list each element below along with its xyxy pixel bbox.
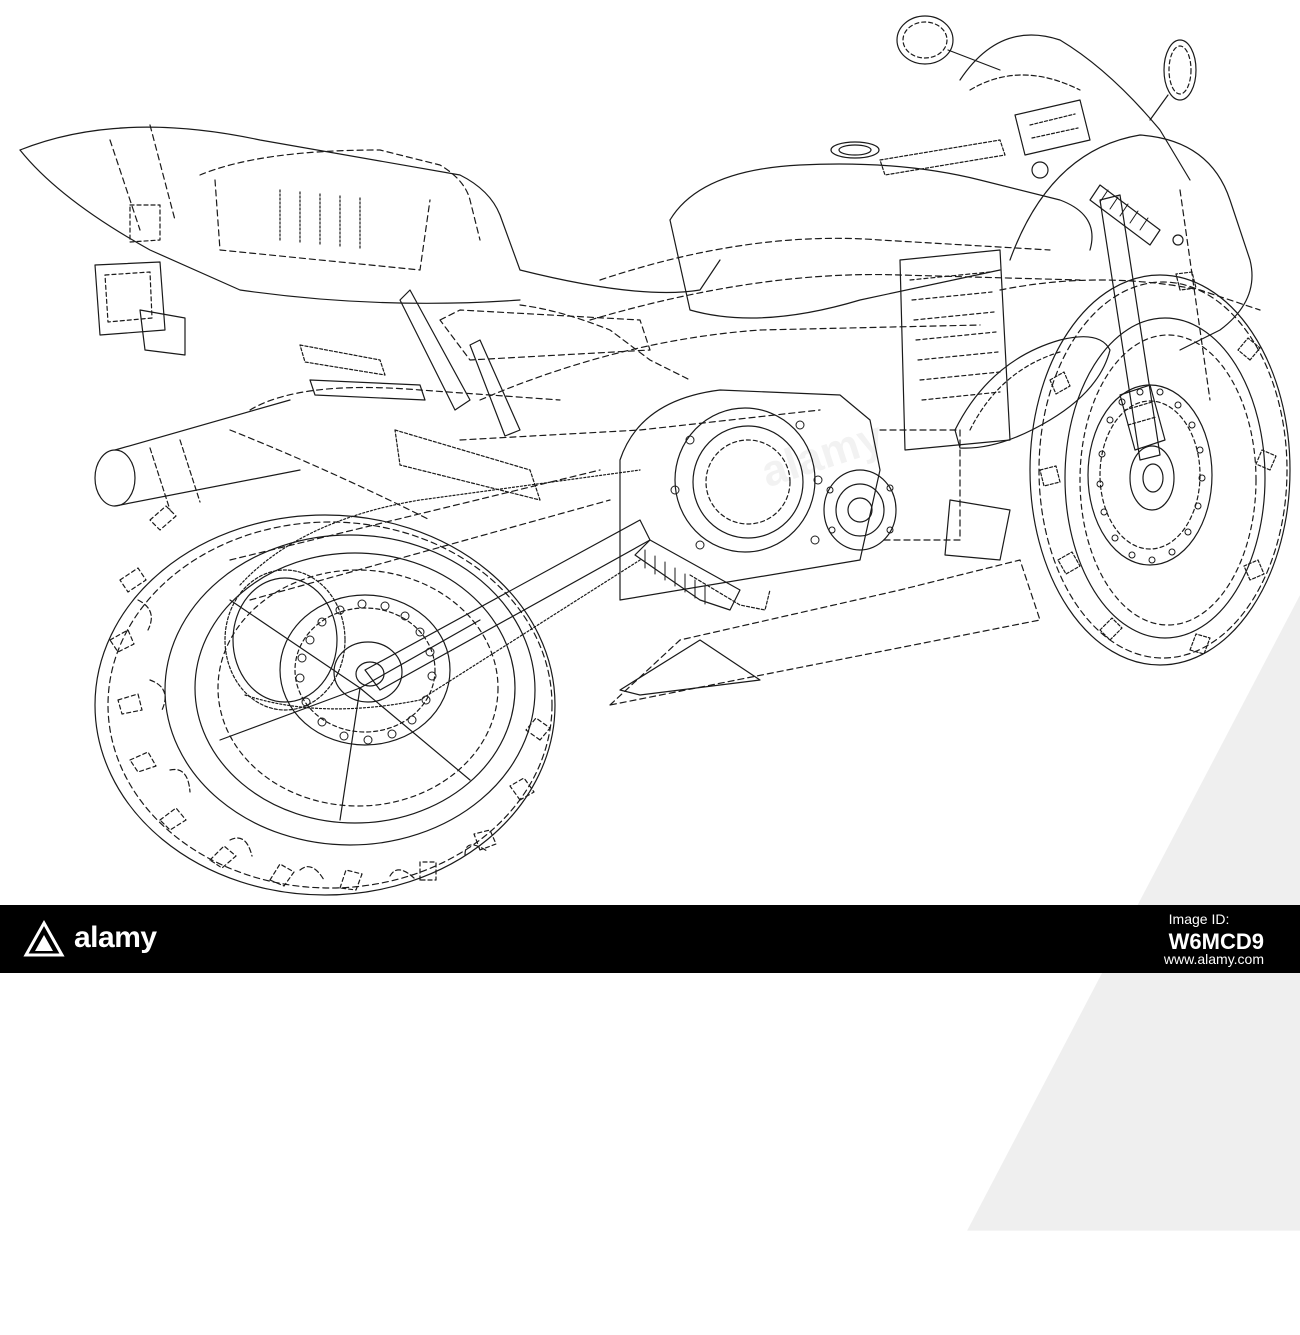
- front-fairing: [1009, 134, 1253, 351]
- image-id-value: W6MCD9: [1168, 929, 1264, 954]
- brand-name: alamy: [74, 921, 157, 954]
- alamy-logo-icon: [23, 919, 65, 957]
- front-fork-left: [1099, 194, 1161, 461]
- windscreen: [959, 34, 1191, 181]
- rear-spoke-1: [229, 599, 361, 689]
- fuel-tank-frame: [459, 141, 1093, 441]
- right-grip: [1089, 184, 1161, 246]
- rear-tire-outer-2: [107, 521, 553, 889]
- rear-tire-outer: [94, 514, 556, 896]
- motorcycle-wireframe-drawing: alamy: [19, 15, 1300, 1231]
- front-footpeg: [634, 539, 741, 611]
- license-plate-bracket: [94, 261, 166, 336]
- stator-cover: [823, 469, 897, 551]
- right-mirror: [1163, 39, 1197, 101]
- fuel-cap: [830, 141, 880, 159]
- exhaust: [94, 399, 431, 521]
- tail-fairing: [19, 126, 721, 294]
- rear-rim-inner: [217, 569, 499, 807]
- image-id: Image ID: W6MCD9: [1169, 911, 1264, 955]
- rear-sets: [299, 289, 541, 501]
- instrument-cluster: [1014, 99, 1091, 156]
- rear-rim: [194, 552, 516, 824]
- left-mirror: [896, 15, 954, 65]
- front-disc-holes: [1096, 388, 1206, 564]
- tail-section: [19, 124, 721, 356]
- front-brake-caliper: [1119, 384, 1166, 451]
- swingarm: [229, 469, 651, 710]
- motorcycle-wireframe-svg: [19, 15, 1291, 896]
- seat: [199, 149, 481, 241]
- side-intake: [954, 336, 1111, 449]
- rear-spoke-5: [359, 619, 481, 689]
- front-wheel: [1029, 271, 1291, 666]
- rear-spoke-3: [339, 687, 361, 821]
- rear-brake-disc: [279, 594, 451, 746]
- front-brake-disc: [1087, 384, 1213, 566]
- rear-sprocket: [224, 569, 346, 711]
- image-id-label: Image ID:: [1168, 911, 1230, 927]
- rear-spoke-4: [359, 687, 471, 781]
- clutch-cover: [674, 407, 816, 553]
- lower-fairing: [609, 499, 1041, 706]
- rear-wheel: [94, 505, 556, 896]
- rear-spoke-2: [219, 687, 361, 741]
- front-rim: [1064, 317, 1266, 639]
- rear-tire-inner: [164, 534, 536, 846]
- front-tire-outer: [1029, 274, 1291, 666]
- brand: alamy: [22, 917, 192, 961]
- watermark-footer-bar: alamy Image ID: W6MCD9 www.alamy.com: [0, 905, 1300, 973]
- site-url: www.alamy.com: [1163, 951, 1264, 967]
- left-handlebar: [879, 139, 1006, 176]
- engine-bolts: [670, 420, 894, 550]
- stock-image-page: alamy alamy Image ID: W6MCD9 www.alamy.c…: [0, 15, 1300, 1231]
- drive-chain: [239, 469, 641, 586]
- fuel-tank: [669, 163, 1093, 251]
- front-fork-fairing: [879, 15, 1261, 461]
